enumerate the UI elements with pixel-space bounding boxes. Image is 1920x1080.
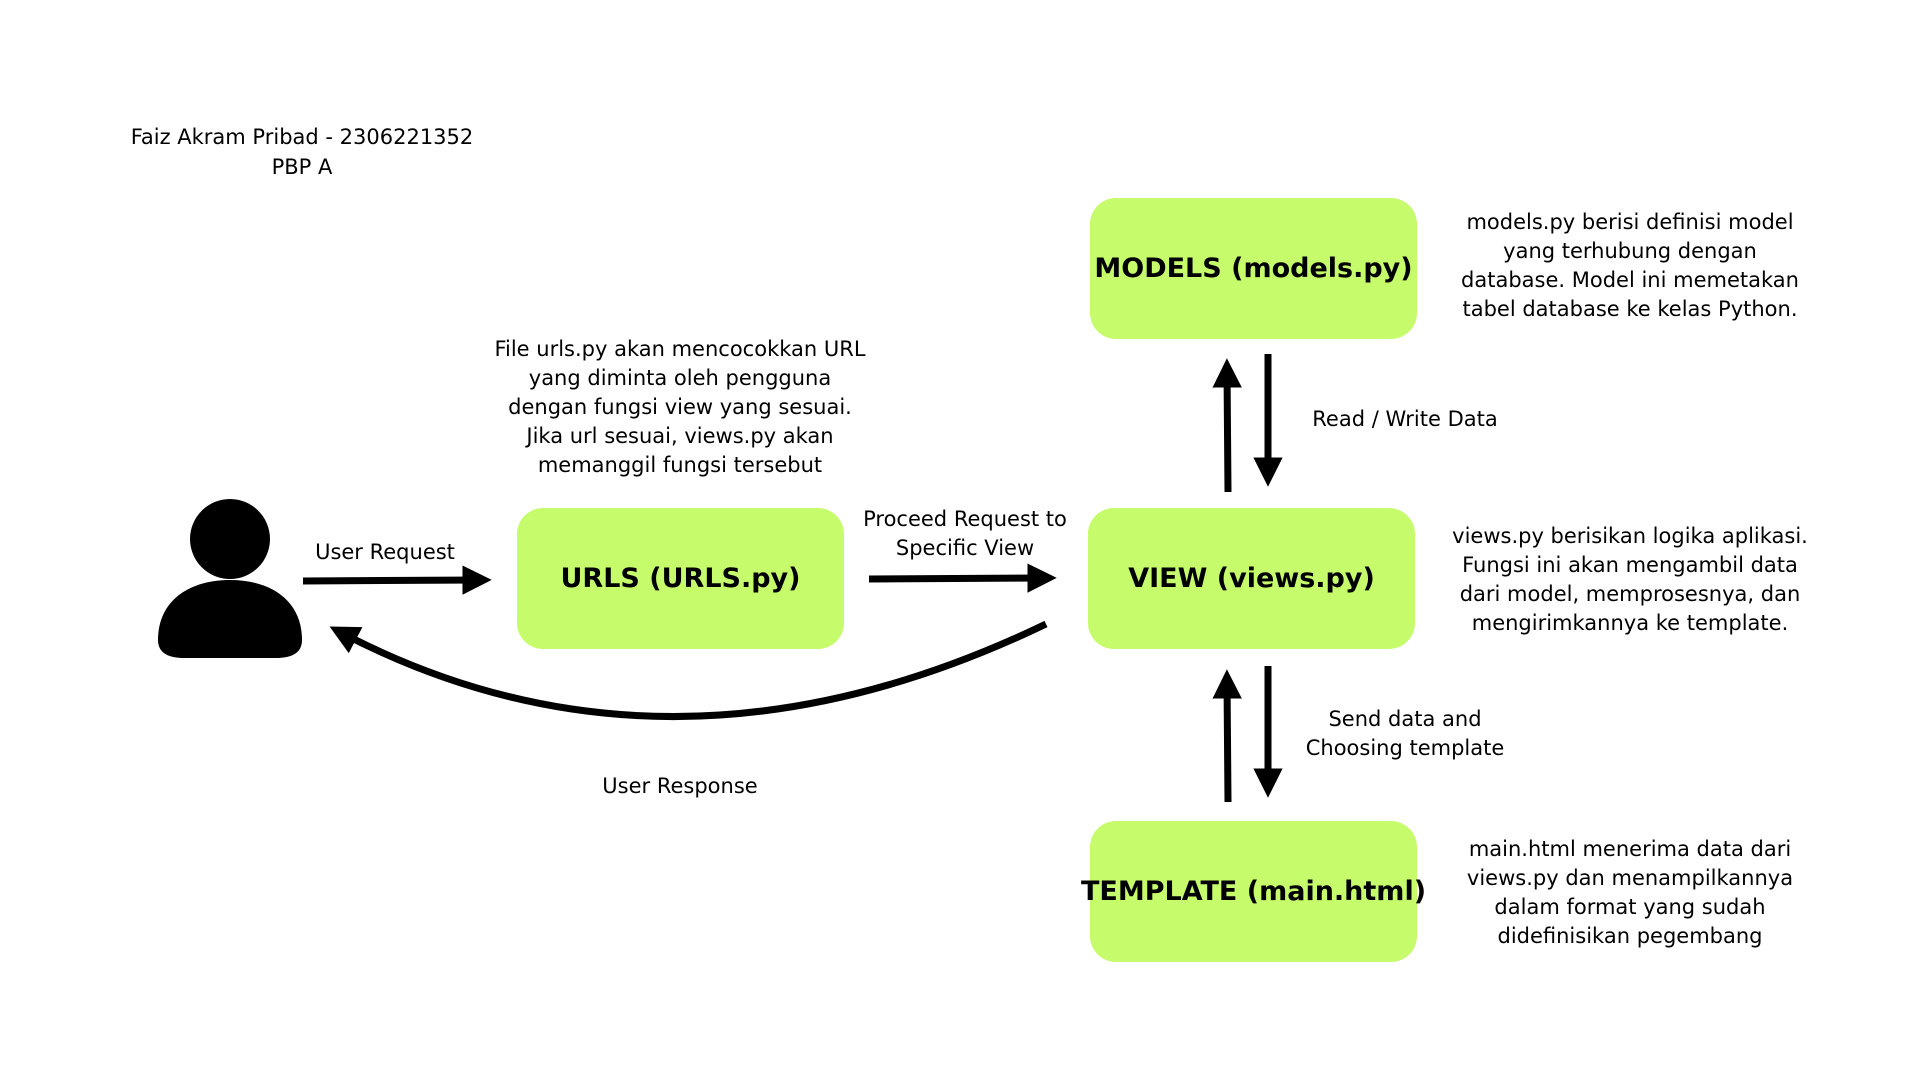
template-description-line: didefinisikan pegembang: [1497, 924, 1763, 948]
template-description-line: main.html menerima data dari: [1468, 837, 1792, 861]
urls-description-line: Jika url sesuai, views.py akan: [526, 424, 834, 448]
read-write-label-text: Read / Write Data: [1312, 407, 1498, 431]
urls-box: URLS (URLS.py): [517, 508, 844, 649]
user-silhouette-icon: [158, 499, 302, 658]
models-description-line: database. Model ini memetakan: [1461, 268, 1799, 292]
send-data-label: Send data and Choosing template: [1280, 705, 1530, 763]
view-description: views.py berisikan logika aplikasi. Fung…: [1420, 522, 1840, 638]
author-header: Faiz Akram Pribad - 2306221352 PBP A: [120, 122, 484, 182]
author-name: Faiz Akram Pribad - 2306221352: [130, 125, 474, 149]
view-description-line: dari model, memprosesnya, dan: [1459, 582, 1801, 606]
models-box: MODELS (models.py): [1090, 198, 1417, 339]
models-description-line: yang terhubung dengan: [1503, 239, 1757, 263]
send-data-label-line: Send data and: [1328, 707, 1482, 731]
urls-description-line: yang diminta oleh pengguna: [528, 366, 832, 390]
view-description-line: mengirimkannya ke template.: [1471, 611, 1789, 635]
view-to-models-arrow: [1212, 358, 1242, 493]
urls-description-line: dengan fungsi view yang sesuai.: [508, 395, 852, 419]
proceed-request-label: Proceed Request to Specific View: [850, 505, 1080, 563]
user-response-label-text: User Response: [602, 774, 758, 798]
proceed-request-label-line: Specific View: [895, 536, 1035, 560]
models-description-line: tabel database ke kelas Python.: [1462, 297, 1798, 321]
template-description: main.html menerima data dari views.py da…: [1430, 835, 1830, 951]
send-data-label-line: Choosing template: [1305, 736, 1505, 760]
urls-description: File urls.py akan mencocokkan URL yang d…: [460, 335, 900, 480]
proceed-request-label-line: Proceed Request to: [863, 507, 1067, 531]
models-description: models.py berisi definisi model yang ter…: [1430, 208, 1830, 324]
template-description-line: dalam format yang sudah: [1494, 895, 1766, 919]
models-description-line: models.py berisi definisi model: [1466, 210, 1794, 234]
user-request-arrow: [302, 565, 492, 595]
view-description-line: Fungsi ini akan mengambil data: [1462, 553, 1798, 577]
urls-description-line: File urls.py akan mencocokkan URL: [494, 337, 866, 361]
view-description-line: views.py berisikan logika aplikasi.: [1452, 524, 1808, 548]
template-description-line: views.py dan menampilkannya: [1466, 866, 1794, 890]
proceed-request-arrow: [868, 563, 1057, 593]
urls-description-line: memanggil fungsi tersebut: [537, 453, 823, 477]
view-box: VIEW (views.py): [1088, 508, 1415, 649]
user-request-label-text: User Request: [315, 540, 455, 564]
user-request-label: User Request: [300, 538, 470, 567]
user-response-arrow: [329, 620, 1048, 720]
author-class: PBP A: [271, 155, 333, 179]
user-response-label: User Response: [580, 772, 780, 801]
template-to-view-arrow: [1212, 669, 1242, 803]
template-box: TEMPLATE (main.html): [1081, 821, 1426, 962]
read-write-label: Read / Write Data: [1290, 405, 1520, 434]
